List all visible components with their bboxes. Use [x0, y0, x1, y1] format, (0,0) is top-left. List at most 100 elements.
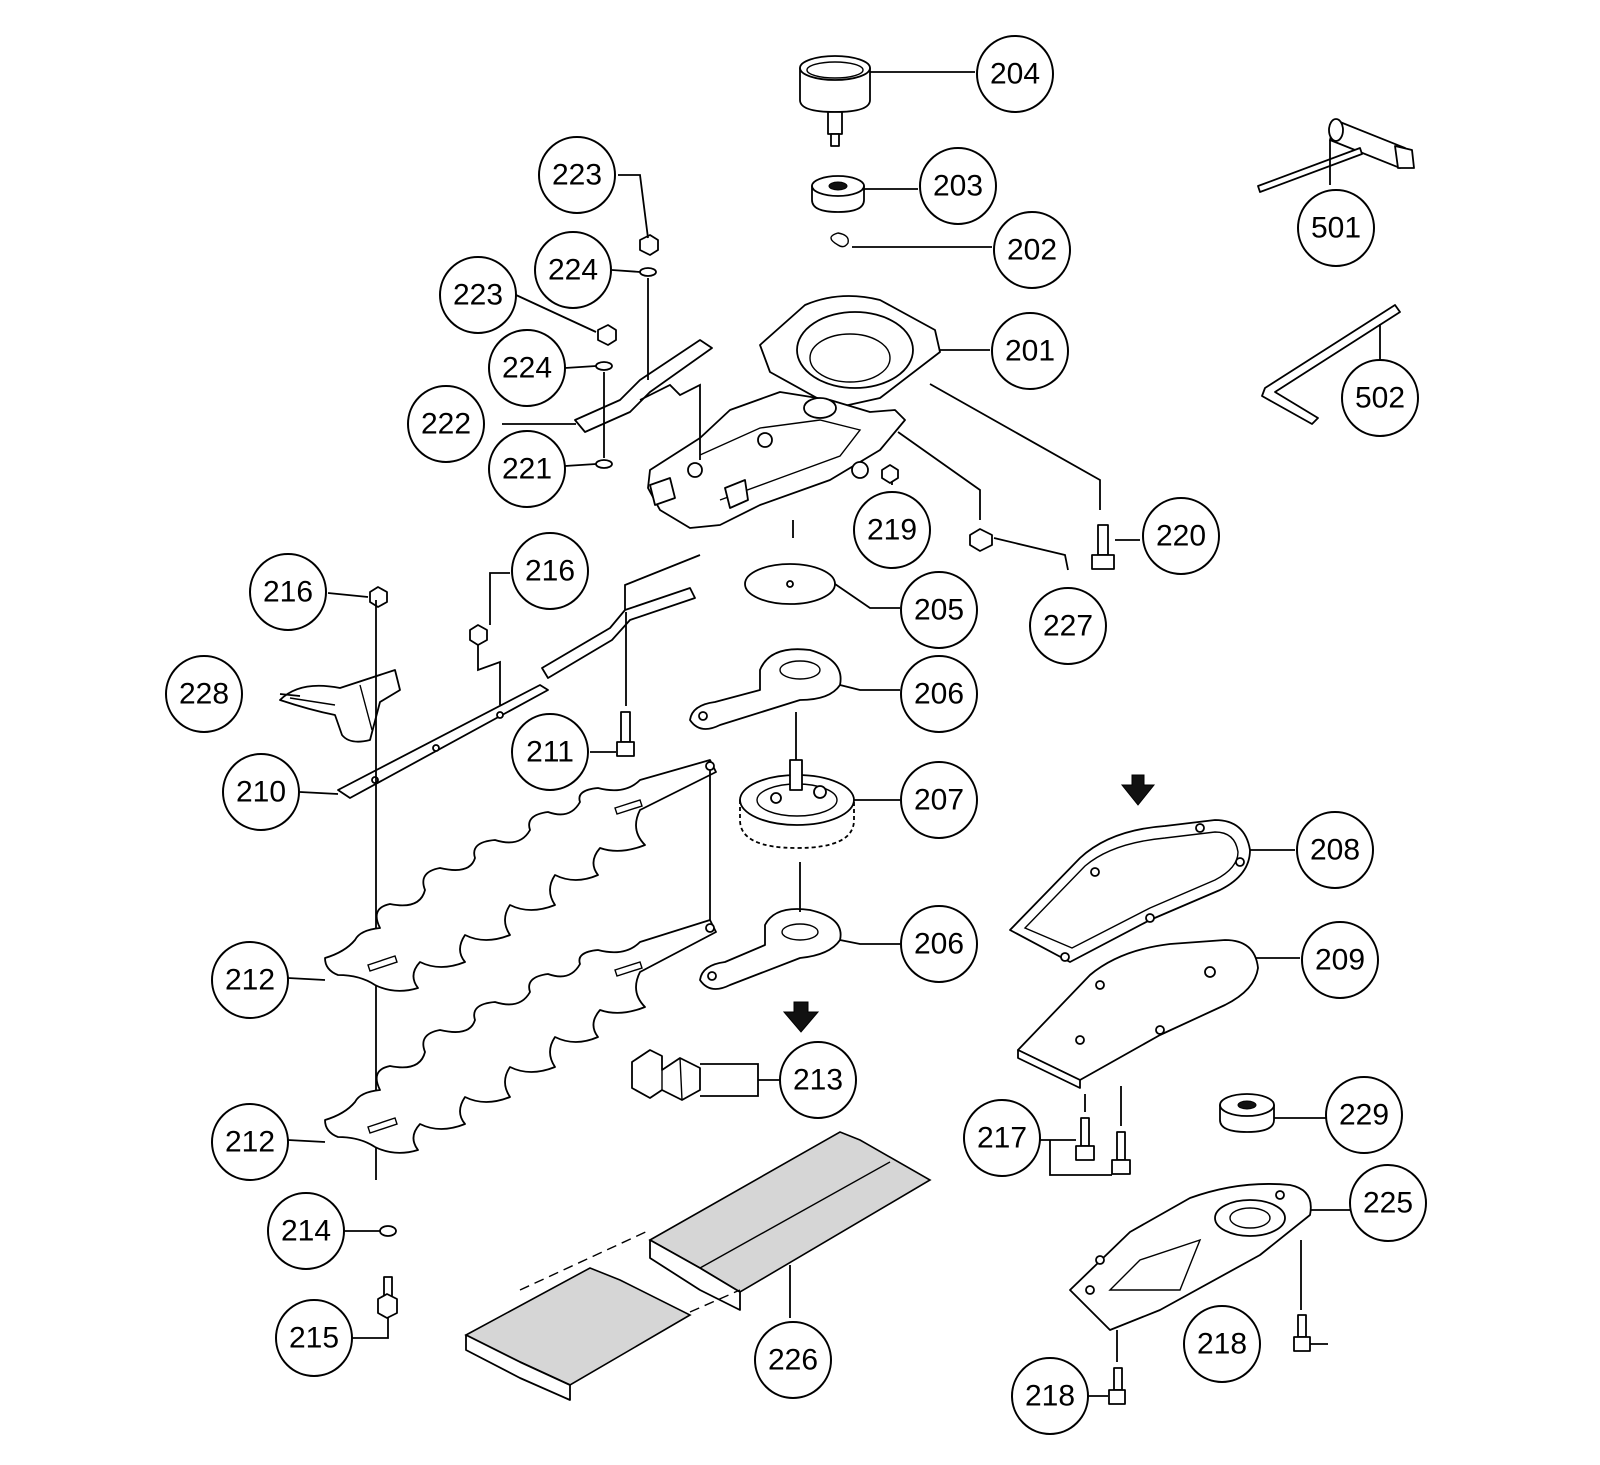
part-216-nut-left: [369, 586, 388, 608]
part-215-bolt: [377, 1276, 398, 1319]
callout-227: 227: [1029, 587, 1107, 665]
callout-229: 229: [1325, 1076, 1403, 1154]
svg-text:212: 212: [225, 964, 275, 997]
callout-221: 221: [488, 430, 566, 508]
leader-220-housing: [929, 383, 1101, 510]
svg-text:217: 217: [977, 1122, 1027, 1155]
part-209-cover-plate: [1017, 939, 1259, 1089]
part-206-upper-bracket: [689, 648, 842, 730]
svg-text:220: 220: [1156, 520, 1206, 553]
callout-219: 219: [853, 491, 931, 569]
part-229-bearing: [1219, 1093, 1275, 1133]
svg-text:501: 501: [1311, 212, 1361, 245]
svg-text:201: 201: [1005, 335, 1055, 368]
svg-text:225: 225: [1363, 1187, 1413, 1220]
svg-text:212: 212: [225, 1126, 275, 1159]
part-202-circlip: [830, 232, 849, 248]
svg-text:210: 210: [236, 776, 286, 809]
callout-203: 203: [919, 147, 997, 225]
callout-202: 202: [993, 211, 1071, 289]
callout-208: 208: [1296, 811, 1374, 889]
callout-224-top: 224: [534, 231, 612, 309]
callout-217: 217: [963, 1099, 1041, 1177]
svg-text:202: 202: [1007, 234, 1057, 267]
svg-text:204: 204: [990, 58, 1040, 91]
svg-text:222: 222: [421, 408, 471, 441]
svg-text:219: 219: [867, 514, 917, 547]
part-219-washer: [881, 464, 899, 484]
svg-text:223: 223: [453, 279, 503, 312]
callout-218-left: 218: [1011, 1357, 1089, 1435]
part-205-plate: [744, 520, 836, 605]
svg-text:206: 206: [914, 678, 964, 711]
svg-text:205: 205: [914, 594, 964, 627]
callout-201: 201: [991, 312, 1069, 390]
callout-214: 214: [267, 1192, 345, 1270]
callout-216-left: 216: [249, 553, 327, 631]
part-226-blade-covers: [464, 1131, 932, 1401]
svg-text:221: 221: [502, 453, 552, 486]
part-204-cap: [799, 55, 871, 147]
part-206-lower-bracket: [699, 862, 842, 990]
callout-207: 207: [900, 761, 978, 839]
svg-text:502: 502: [1355, 382, 1405, 415]
callout-223-mid: 223: [439, 256, 517, 334]
part-502-hex-key: [1261, 304, 1401, 425]
part-228-guide: [279, 669, 401, 743]
svg-text:203: 203: [933, 170, 983, 203]
svg-text:227: 227: [1043, 610, 1093, 643]
svg-text:226: 226: [768, 1344, 818, 1377]
part-214-washer: [379, 1225, 397, 1237]
callout-222: 222: [407, 385, 485, 463]
part-225-lower-housing: [1069, 1183, 1312, 1331]
callout-228: 228: [165, 655, 243, 733]
callout-213: 213: [779, 1041, 857, 1119]
callout-223-top: 223: [538, 136, 616, 214]
part-220-screw: [1091, 524, 1115, 570]
svg-text:215: 215: [289, 1322, 339, 1355]
svg-text:228: 228: [179, 678, 229, 711]
svg-text:218: 218: [1197, 1328, 1247, 1361]
part-218-screws: [1108, 1240, 1311, 1405]
callout-501: 501: [1297, 189, 1375, 267]
svg-text:207: 207: [914, 784, 964, 817]
part-211-bolt: [616, 711, 635, 757]
callout-206-upper: 206: [900, 655, 978, 733]
part-208-gasket: [1009, 819, 1251, 963]
svg-text:216: 216: [263, 576, 313, 609]
callout-206-lower: 206: [900, 905, 978, 983]
callout-210: 210: [222, 753, 300, 831]
svg-text:213: 213: [793, 1064, 843, 1097]
svg-text:224: 224: [548, 254, 598, 287]
svg-text:208: 208: [1310, 834, 1360, 867]
callout-224-mid: 224: [488, 329, 566, 407]
svg-text:224: 224: [502, 352, 552, 385]
leader-lines: [279, 71, 1381, 1397]
callout-215: 215: [275, 1299, 353, 1377]
svg-text:223: 223: [552, 159, 602, 192]
svg-text:229: 229: [1339, 1099, 1389, 1132]
part-213-blocks: [631, 1049, 701, 1101]
down-arrow-208: [1120, 774, 1156, 806]
part-212-lower-blade: [324, 770, 717, 1154]
callout-216-mid: 216: [511, 532, 589, 610]
callout-225: 225: [1349, 1164, 1427, 1242]
svg-text:214: 214: [281, 1215, 331, 1248]
callout-226: 226: [754, 1321, 832, 1399]
callout-204: 204: [976, 35, 1054, 113]
part-207-gear: [739, 712, 855, 849]
callout-212-lower: 212: [211, 1103, 289, 1181]
callout-205: 205: [900, 571, 978, 649]
svg-text:218: 218: [1025, 1380, 1075, 1413]
part-217-screws: [1075, 1086, 1131, 1175]
leader-227-housing: [897, 431, 981, 520]
part-203-bearing: [811, 175, 865, 213]
part-216-nut-mid: [469, 624, 488, 646]
svg-text:216: 216: [525, 555, 575, 588]
callout-218-right: 218: [1183, 1305, 1261, 1383]
svg-text:211: 211: [526, 736, 574, 769]
callout-220: 220: [1142, 497, 1220, 575]
part-210-guide-bar: [337, 554, 701, 1180]
callout-209: 209: [1301, 921, 1379, 999]
